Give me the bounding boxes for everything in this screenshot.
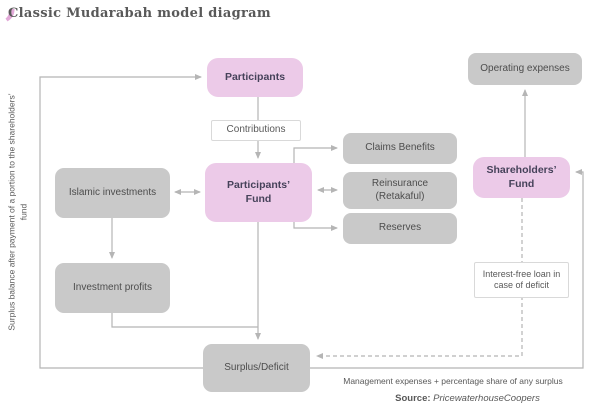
edge-shareholders-fund-to-surplus-dashed <box>316 198 523 359</box>
node-investment-profits: Investment profits <box>55 263 170 313</box>
source-caption: Source: PricewaterhouseCoopers <box>340 393 595 404</box>
label-interest-free-loan: Interest-free loan in case of deficit <box>474 262 569 298</box>
node-shareholders-fund: Shareholders’ Fund <box>473 157 570 198</box>
quote-mark-icon: , <box>5 0 19 24</box>
node-reserves: Reserves <box>343 213 457 244</box>
node-surplus-deficit: Surplus/Deficit <box>203 344 310 392</box>
page-title-block: , Classic Mudarabah model diagram <box>5 0 271 28</box>
node-participants: Participants <box>207 58 303 97</box>
edge-participants-fund-to-claims-benefits <box>293 145 338 163</box>
node-participants-fund: Participants’ Fund <box>205 163 312 222</box>
source-label: Source: <box>395 393 431 404</box>
edge-surplus-to-participants <box>39 74 203 369</box>
node-islamic-investments: Islamic investments <box>55 168 170 218</box>
node-claims-benefits: Claims Benefits <box>343 133 457 164</box>
label-management-expenses: Management expenses + percentage share o… <box>343 376 563 386</box>
edge-surplus-to-shareholders-fund <box>310 169 584 369</box>
edge-investment-profits-to-junction <box>111 313 258 328</box>
edge-participants-fund-to-reserves <box>293 222 338 231</box>
source-value: PricewaterhouseCoopers <box>433 393 540 404</box>
label-surplus-balance: Surplus balance after payment of a porti… <box>6 93 29 331</box>
node-contributions: Contributions <box>211 120 301 141</box>
node-reinsurance: Reinsurance (Retakaful) <box>343 172 457 209</box>
page-title: Classic Mudarabah model diagram <box>8 6 271 21</box>
node-operating-expenses: Operating expenses <box>468 53 582 85</box>
